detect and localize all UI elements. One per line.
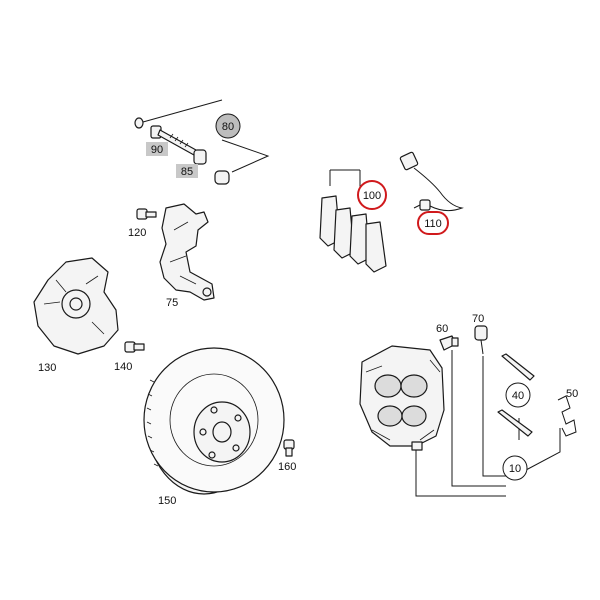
leader-100 <box>329 169 361 196</box>
callout-40: 40 <box>512 390 524 402</box>
caliper-piston-2 <box>400 374 428 398</box>
caliper-piston-4 <box>401 405 427 427</box>
callout-110-ring <box>417 211 449 235</box>
wear-sensor-head <box>419 199 431 211</box>
leader-80-top <box>142 99 223 123</box>
lug-hole-2 <box>234 414 242 422</box>
callout-100-ring <box>357 180 387 210</box>
caliper-mount <box>411 441 423 451</box>
brake-pads-group: 100 <box>319 169 387 273</box>
caliper-group: 10 <box>359 345 561 497</box>
bolt-140-shank <box>133 343 145 351</box>
guide-pin-lower <box>497 409 533 437</box>
bleeder-group: 60 70 <box>436 313 488 355</box>
brake-disc-bore <box>212 421 232 443</box>
bolt-120-shank <box>145 211 157 218</box>
callout-40-circle <box>505 382 531 408</box>
wear-sensor-wire <box>413 167 464 212</box>
bleeder-cap <box>451 337 459 347</box>
carrier-bracket <box>159 203 215 301</box>
washer-small <box>134 117 144 129</box>
callout-10: 10 <box>509 463 521 475</box>
callout-75: 75 <box>166 297 178 309</box>
spring-clip <box>557 395 577 437</box>
brake-pad-4 <box>365 221 387 273</box>
sleeve-70-stem <box>480 339 484 355</box>
brake-disc-inner-ring <box>169 373 259 467</box>
caliper-piston-3 <box>377 405 403 427</box>
spring-clip-group: 50 <box>557 388 578 437</box>
callout-120: 120 <box>128 227 146 239</box>
lug-hole-4 <box>208 451 216 459</box>
cap <box>214 170 230 185</box>
wear-sensor-tip <box>413 204 421 209</box>
callout-110: 110 <box>424 218 442 230</box>
guide-pin-upper <box>501 353 535 381</box>
leader-80-bracket <box>221 139 270 173</box>
bolt-kit-group: 80 90 85 <box>134 99 270 185</box>
callout-50: 50 <box>566 388 578 400</box>
callout-70: 70 <box>472 313 484 325</box>
bracket-hole <box>202 287 212 297</box>
callout-90: 90 <box>151 144 163 156</box>
brake-pad-3 <box>349 213 371 265</box>
callout-80: 80 <box>222 121 234 133</box>
caliper-detail <box>365 359 441 441</box>
lug-hole-5 <box>199 428 207 436</box>
callout-130: 130 <box>38 362 56 374</box>
callout-150: 150 <box>158 495 176 507</box>
caliper-piston-1 <box>374 374 402 398</box>
sleeve-70 <box>474 325 488 341</box>
dust-shield-group: 130 140 <box>33 257 145 374</box>
guide-pins-group: 40 <box>497 353 535 437</box>
wear-sensor-plug <box>399 151 419 171</box>
callout-90-badge <box>146 142 168 156</box>
lug-hole-3 <box>232 444 240 452</box>
brake-pad-2 <box>333 207 355 259</box>
callout-160: 160 <box>278 461 296 473</box>
callout-10-circle <box>502 455 528 481</box>
leader-10-lines <box>415 350 506 497</box>
bolt-thread <box>169 133 189 148</box>
callout-85-badge <box>176 164 198 178</box>
bushing <box>193 149 207 165</box>
dust-shield-ribs <box>43 275 105 335</box>
brake-disc-group: 150 160 <box>143 347 296 507</box>
callout-60: 60 <box>436 323 448 335</box>
caliper-body <box>359 345 445 447</box>
brake-disc-vents <box>146 379 159 467</box>
callout-140: 140 <box>114 361 132 373</box>
wear-sensor-group: 110 <box>399 151 464 235</box>
dust-shield-bore <box>69 297 83 311</box>
callout-100: 100 <box>363 190 381 202</box>
bracket-detail <box>169 221 197 285</box>
carrier-bracket-group: 75 120 <box>128 203 215 309</box>
lug-hole-1 <box>210 406 218 414</box>
callout-85: 85 <box>181 166 193 178</box>
screw-160-shank <box>285 447 293 457</box>
callout-80-circle <box>215 113 241 139</box>
